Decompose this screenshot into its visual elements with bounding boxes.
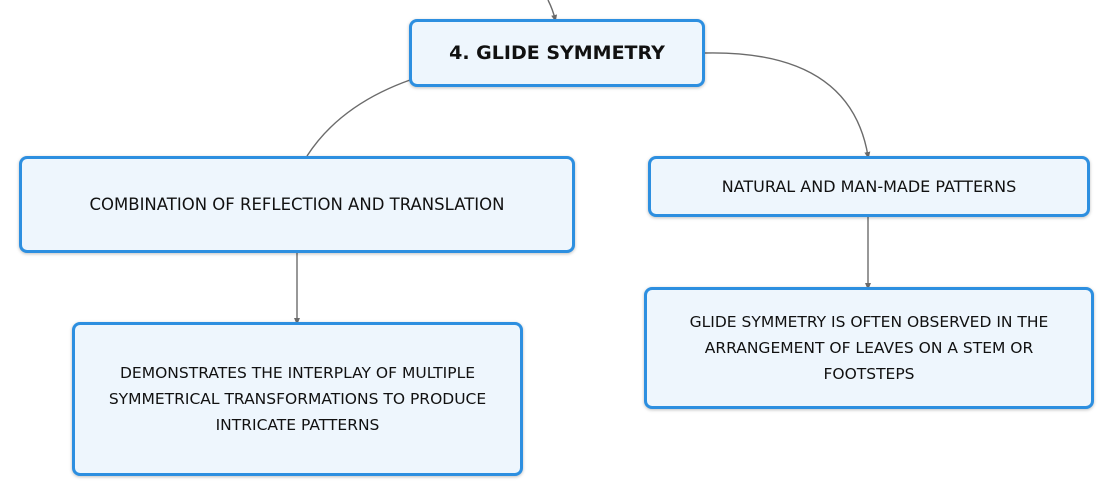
edge-root-to-combination xyxy=(306,79,411,157)
node-natural-label: NATURAL AND MAN-MADE PATTERNS xyxy=(721,177,1017,196)
node-natural[interactable]: NATURAL AND MAN-MADE PATTERNS xyxy=(648,156,1090,217)
edge-parent-to-root xyxy=(547,0,558,22)
node-interplay[interactable]: DEMONSTRATES THE INTERPLAY OF MULTIPLE S… xyxy=(72,322,523,476)
root-node-label: 4. GLIDE SYMMETRY xyxy=(449,42,665,64)
root-node[interactable]: 4. GLIDE SYMMETRY xyxy=(409,19,705,87)
node-combination-label: COMBINATION OF REFLECTION AND TRANSLATIO… xyxy=(89,195,505,214)
edge-root-to-natural xyxy=(704,52,871,159)
node-interplay-label: DEMONSTRATES THE INTERPLAY OF MULTIPLE S… xyxy=(108,364,487,434)
node-combination[interactable]: COMBINATION OF REFLECTION AND TRANSLATIO… xyxy=(19,156,575,253)
node-observed[interactable]: GLIDE SYMMETRY IS OFTEN OBSERVED IN THE … xyxy=(644,287,1094,409)
node-observed-label: GLIDE SYMMETRY IS OFTEN OBSERVED IN THE … xyxy=(689,313,1049,383)
